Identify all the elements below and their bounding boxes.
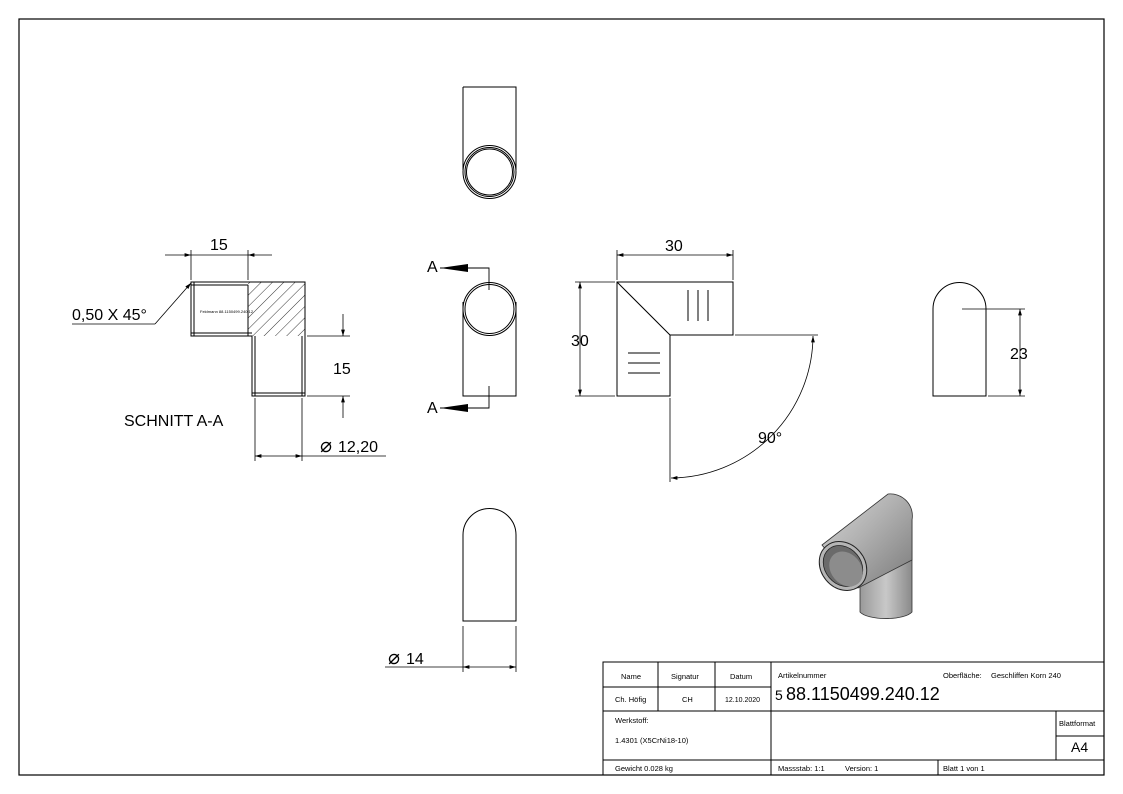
tb-material-value: 1.4301 (X5CrNi18-10)	[615, 736, 689, 745]
section-dim-width: 15	[210, 237, 228, 254]
tb-date-header: Datum	[730, 672, 752, 681]
section-title: SCHNITT A-A	[124, 413, 224, 430]
front-view	[440, 267, 517, 409]
side-angle: 90°	[758, 430, 782, 447]
section-marker-top: A	[427, 259, 438, 276]
tb-article-prefix: 5	[775, 687, 783, 703]
section-marker-bottom: A	[427, 400, 438, 417]
right-view	[932, 282, 1025, 397]
side-view-dims	[575, 250, 818, 482]
tb-version: Version: 1	[845, 764, 878, 773]
top-view	[462, 86, 517, 199]
section-chamfer: 0,50 X 45°	[72, 307, 147, 324]
tb-format-value: A4	[1071, 739, 1088, 755]
tb-article-number: 88.1150499.240.12	[786, 684, 940, 704]
side-dim-width: 30	[665, 238, 683, 255]
tb-signature-value: CH	[682, 695, 693, 704]
section-view: Feldmann 88.1150499.240.12 15 0,50 X 45°…	[72, 237, 386, 461]
tb-date-value: 12.10.2020	[725, 697, 760, 704]
section-diameter-symbol: ⌀	[320, 435, 332, 457]
tb-article-label: Artikelnummer	[778, 671, 827, 680]
bottom-view	[385, 508, 517, 672]
section-hatch-area	[248, 282, 305, 336]
side-view	[616, 281, 734, 397]
isometric-view	[818, 493, 913, 619]
tb-surface-label: Oberfläche:	[943, 671, 982, 680]
section-dim-inner-dia: 12,20	[338, 439, 378, 456]
tb-scale: Massstab: 1:1	[778, 764, 825, 773]
tb-name-value: Ch. Höfig	[615, 695, 646, 704]
tb-name-header: Name	[621, 672, 641, 681]
tb-weight: Gewicht 0.028 kg	[615, 764, 673, 773]
section-engraving: Feldmann 88.1150499.240.12	[200, 309, 254, 314]
section-arrow-top	[440, 264, 468, 272]
tb-material-label: Werkstoff:	[615, 716, 648, 725]
side-dim-height: 30	[571, 333, 589, 350]
bottom-diameter-symbol: ⌀	[388, 647, 400, 669]
title-block	[602, 661, 1105, 776]
section-arrow-bottom	[440, 404, 468, 412]
tb-signature-header: Signatur	[671, 672, 699, 681]
section-dim-height: 15	[333, 361, 351, 378]
tb-sheet: Blatt 1 von 1	[943, 764, 985, 773]
bottom-dim-dia: 14	[406, 651, 424, 668]
drawing-border	[18, 18, 1105, 776]
right-dim-height: 23	[1010, 346, 1028, 363]
tb-format-label: Blattformat	[1059, 719, 1096, 728]
tb-surface-value: Geschliffen Korn 240	[991, 671, 1061, 680]
